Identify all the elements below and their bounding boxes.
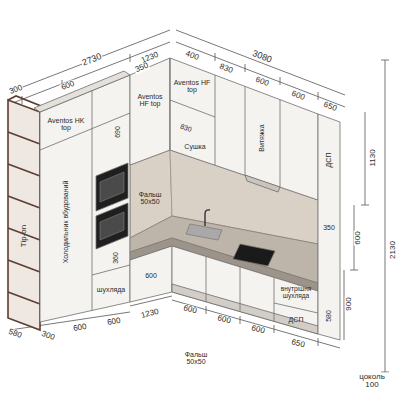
- dimension-label: 650: [321, 100, 338, 113]
- part-label: Aventos HF top: [132, 93, 168, 108]
- part-label: Tip-on: [20, 225, 28, 247]
- door-split: [274, 278, 275, 322]
- door-split: [215, 75, 216, 165]
- part-label: шухляда: [97, 286, 125, 293]
- dimension-label: 300: [7, 83, 24, 96]
- part-label: Холодильник вбудований: [62, 181, 69, 264]
- dimension-label: 360: [112, 252, 119, 264]
- oven-window: [100, 172, 124, 202]
- sink: [186, 224, 222, 240]
- tick: [22, 96, 23, 104]
- wall-corner: [170, 58, 171, 150]
- dimension-label: 600: [106, 317, 123, 328]
- oven-window: [100, 212, 124, 240]
- dimension-line: [385, 60, 386, 372]
- part-label: внутрішня шухляда: [275, 286, 317, 300]
- dimension-label: 600: [354, 230, 362, 245]
- shelf-frame: [8, 100, 40, 330]
- shelf: [8, 164, 40, 176]
- part-label: ДСП: [289, 316, 304, 323]
- drawer-split: [92, 265, 130, 275]
- door-split: [170, 100, 215, 117]
- tick: [240, 316, 241, 324]
- hob: [233, 244, 275, 266]
- upper-unit-left: [130, 58, 170, 165]
- dimension-label: 830: [217, 62, 234, 75]
- dimension-label: 2730: [80, 52, 104, 69]
- dimension-label: 690: [114, 126, 121, 138]
- dimension-label: 1230: [139, 308, 160, 321]
- door-split: [40, 113, 130, 150]
- dimension-label: 400: [183, 49, 200, 62]
- drawer-split: [274, 303, 318, 313]
- dimension-label: 650: [289, 338, 306, 350]
- plinth: [172, 284, 318, 334]
- dimension-label: 1130: [369, 148, 377, 167]
- part-label: Витяжка: [258, 124, 265, 151]
- dimension-label: 2130: [389, 240, 397, 260]
- faucet: [205, 210, 210, 226]
- tall-unit-top: [34, 71, 130, 112]
- dimension-label: 600: [145, 272, 157, 279]
- shelf: [8, 196, 40, 208]
- upper-unit-right: [170, 58, 318, 200]
- door-split: [245, 86, 246, 175]
- shelf: [8, 132, 40, 144]
- part-label: ДСП: [325, 153, 332, 168]
- oven: [96, 163, 128, 211]
- shelf: [8, 260, 40, 272]
- tick: [350, 270, 358, 271]
- tall-unit: [40, 75, 130, 322]
- door-split: [240, 267, 241, 311]
- tick: [215, 53, 216, 61]
- dimension-label: 600: [215, 314, 232, 326]
- dimension-label: 600: [72, 323, 89, 334]
- dimension-label: 580: [325, 310, 332, 322]
- upper-units: [130, 58, 318, 200]
- base-unit-left: [130, 246, 172, 302]
- dimension-lines: [10, 30, 389, 372]
- tick: [274, 325, 275, 333]
- part-label: Сушка: [184, 143, 205, 150]
- part-label: Фальш 50x50: [177, 351, 215, 366]
- tall-units: [34, 71, 130, 322]
- shelf: [8, 292, 40, 304]
- side-panel: [318, 114, 340, 340]
- base-unit-right: [172, 246, 318, 334]
- part-label: Aventos HF top: [172, 79, 212, 94]
- part-label: Aventos HK top: [46, 117, 86, 132]
- oven: [96, 203, 128, 249]
- door-split: [280, 100, 281, 187]
- part-label: Фальш 50x50: [132, 191, 168, 206]
- dimension-label: 600: [181, 304, 198, 316]
- tick: [130, 54, 131, 62]
- tick: [245, 64, 246, 72]
- dimension-label: 350: [323, 224, 335, 231]
- dimension-label: 900: [345, 296, 353, 311]
- part-label: цоколь 100: [354, 373, 390, 390]
- base-units: [130, 58, 340, 340]
- door-split: [92, 91, 93, 311]
- dimension-label: 300: [39, 329, 56, 342]
- tick: [318, 92, 319, 100]
- dimension-label: 580: [6, 327, 23, 340]
- door-split: [206, 257, 207, 302]
- dimension-ticks: [22, 53, 389, 372]
- tick: [361, 205, 369, 206]
- tick: [280, 77, 281, 85]
- tick: [206, 306, 207, 314]
- dimension-line: [365, 112, 366, 205]
- dimension-label: 600: [249, 324, 266, 336]
- hood-edge: [245, 175, 280, 192]
- tick: [381, 60, 389, 61]
- tick: [318, 338, 319, 346]
